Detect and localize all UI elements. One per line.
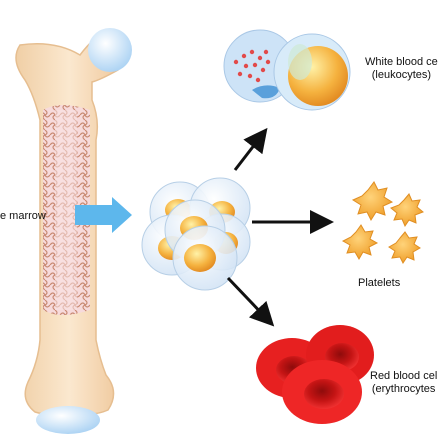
blue-arrow <box>75 197 132 233</box>
red-blood-cells <box>256 325 374 424</box>
white-blood-cells <box>223 29 351 111</box>
red-blood-cells-label: Red blood cel (erythrocytes <box>370 370 437 396</box>
stem-cell <box>172 225 238 291</box>
white-blood-cells-label-line2: (leukocytes) <box>371 69 432 81</box>
white-blood-cells-label: White blood ce (leukocytes) <box>365 56 438 82</box>
distal-cartilage <box>36 406 100 434</box>
arrow-to-rbc <box>226 276 275 327</box>
white-blood-cells-label-line1: White blood ce <box>365 56 438 68</box>
platelet <box>388 231 421 264</box>
platelets-label: Platelets <box>358 277 401 289</box>
red-blood-cells-label-line2: (erythrocytes <box>371 383 436 395</box>
femur-bone <box>15 28 132 434</box>
granules <box>233 49 271 83</box>
bone-marrow-cavity <box>55 110 77 310</box>
platelets <box>341 181 424 264</box>
femoral-head-cartilage <box>88 28 132 72</box>
bone-marrow-label: e marrow <box>0 210 46 222</box>
stem-cell-cluster <box>141 177 251 291</box>
red-blood-cells-label-line1: Red blood cel <box>370 370 438 382</box>
arrow-to-wbc <box>233 127 268 171</box>
platelet <box>351 181 394 222</box>
platelet <box>390 193 424 228</box>
platelet <box>341 224 379 261</box>
